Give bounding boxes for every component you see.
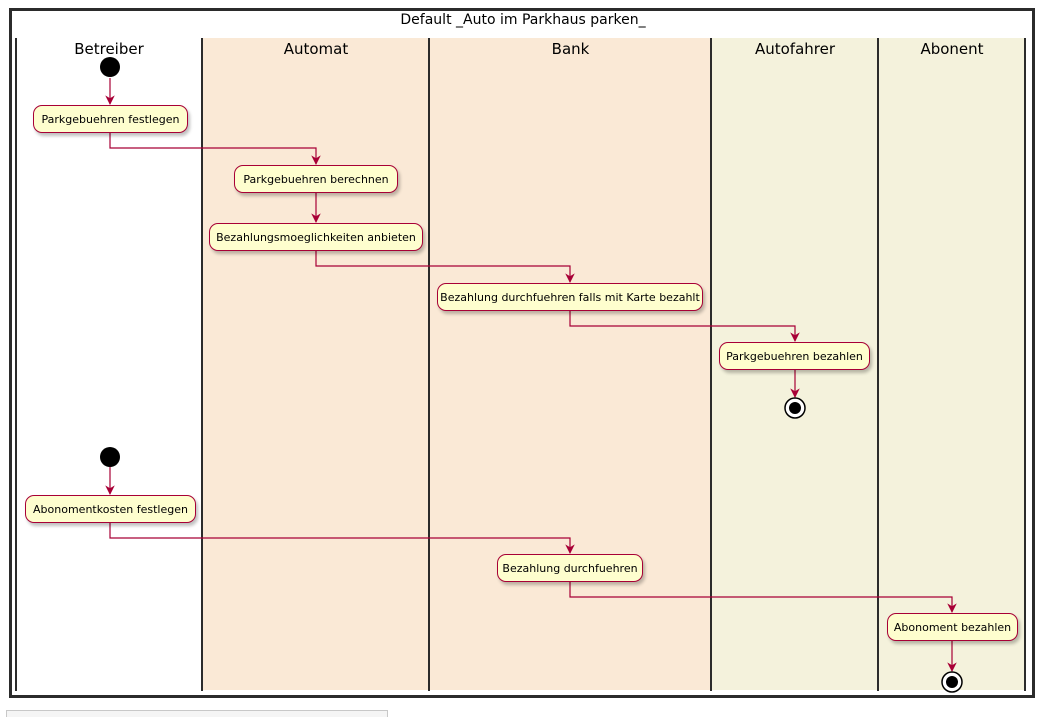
lane-separator — [1024, 38, 1026, 691]
connector — [569, 582, 957, 613]
activity-parkgebuehren-berechnen: Parkgebuehren berechnen — [234, 165, 398, 193]
lane-automat — [203, 38, 429, 690]
start-node — [100, 447, 120, 467]
lane-abonent — [879, 38, 1025, 690]
activity-parkgebuehren-bezahlen: Parkgebuehren bezahlen — [719, 342, 870, 370]
lane-separator — [15, 38, 17, 691]
lane-separator — [428, 38, 430, 691]
start-node — [100, 57, 120, 77]
activity-bezahlung-karte: Bezahlung durchfuehren falls mit Karte b… — [437, 283, 703, 311]
lane-separator — [201, 38, 203, 691]
connector — [315, 251, 575, 283]
activity-abonoment-bezahlen: Abonoment bezahlen — [887, 613, 1018, 641]
connector — [109, 523, 575, 554]
activity-bezahlung-durchfuehren: Bezahlung durchfuehren — [497, 554, 643, 582]
lane-header-betreiber: Betreiber — [74, 40, 144, 58]
lane-header-autofahrer: Autofahrer — [754, 40, 836, 58]
lane-betreiber — [16, 38, 202, 690]
connector — [569, 311, 800, 342]
connector — [109, 133, 321, 165]
activity-bezahlungsmoeglichkeiten-anbieten: Bezahlungsmoeglichkeiten anbieten — [209, 223, 423, 251]
activity-abonomentkosten-festlegen: Abonomentkosten festlegen — [25, 495, 196, 523]
diagram-title: Default _Auto im Parkhaus parken_ — [400, 12, 646, 28]
activity-parkgebuehren-festlegen: Parkgebuehren festlegen — [33, 105, 188, 133]
lane-separator — [710, 38, 712, 691]
lane-header-abonent: Abonent — [920, 40, 984, 58]
lane-separator — [877, 38, 879, 691]
end-node — [784, 397, 806, 419]
lane-header-automat: Automat — [283, 40, 349, 58]
end-node — [941, 671, 963, 693]
lane-header-bank: Bank — [551, 40, 590, 58]
